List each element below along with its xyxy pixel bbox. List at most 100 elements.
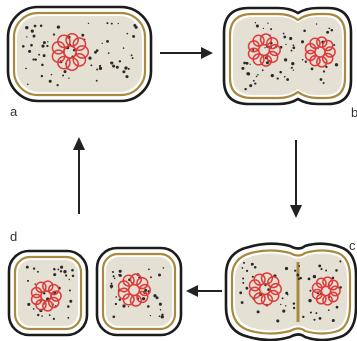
granule bbox=[319, 317, 322, 320]
granule bbox=[292, 46, 295, 49]
granule bbox=[254, 266, 257, 269]
granule bbox=[96, 49, 99, 52]
granule bbox=[252, 276, 254, 278]
granule bbox=[333, 44, 335, 46]
granule bbox=[251, 263, 254, 266]
granule bbox=[282, 310, 285, 313]
granule bbox=[112, 315, 115, 318]
granule bbox=[301, 40, 304, 43]
granule bbox=[276, 319, 279, 322]
cell-stage-c bbox=[226, 244, 356, 340]
granule bbox=[263, 28, 264, 29]
granule bbox=[163, 267, 165, 269]
granule bbox=[25, 26, 28, 29]
granule bbox=[26, 36, 27, 37]
granule bbox=[53, 318, 55, 320]
daughter-cell-left bbox=[9, 251, 87, 335]
granule bbox=[26, 266, 29, 269]
granule bbox=[325, 270, 327, 272]
granule bbox=[294, 270, 296, 272]
granule bbox=[31, 30, 34, 33]
granule bbox=[284, 58, 287, 61]
granule bbox=[293, 44, 295, 46]
granule bbox=[253, 80, 255, 82]
granule bbox=[246, 72, 249, 75]
granule bbox=[27, 83, 29, 85]
granule bbox=[67, 317, 69, 319]
granule bbox=[69, 290, 71, 292]
granule bbox=[158, 274, 161, 277]
granule bbox=[291, 50, 293, 52]
granule bbox=[277, 77, 279, 79]
granule bbox=[239, 291, 242, 294]
granule bbox=[242, 278, 244, 280]
granule bbox=[285, 292, 288, 295]
granule bbox=[313, 275, 316, 278]
granule bbox=[331, 29, 334, 32]
granule bbox=[122, 70, 125, 73]
granule bbox=[318, 264, 321, 267]
granule bbox=[81, 34, 84, 37]
granule bbox=[22, 45, 25, 48]
granule bbox=[246, 287, 249, 290]
granule bbox=[65, 274, 67, 276]
granule bbox=[108, 52, 110, 54]
granule bbox=[38, 54, 40, 56]
label-d: d bbox=[10, 229, 17, 244]
granule bbox=[243, 62, 246, 65]
granule bbox=[34, 25, 37, 28]
granule bbox=[72, 275, 75, 278]
granule bbox=[71, 269, 74, 272]
granule bbox=[111, 23, 113, 25]
granule bbox=[148, 269, 150, 271]
granule bbox=[25, 68, 27, 70]
cell-cytoplasm bbox=[18, 260, 78, 326]
granule bbox=[323, 70, 325, 72]
granule bbox=[123, 47, 125, 49]
granule bbox=[159, 303, 162, 306]
granule bbox=[110, 62, 111, 63]
granule bbox=[271, 74, 274, 77]
granule bbox=[147, 305, 150, 308]
cell-stage-b bbox=[224, 8, 351, 104]
granule bbox=[244, 88, 246, 90]
granule bbox=[311, 68, 314, 71]
granule bbox=[316, 23, 318, 25]
granule bbox=[90, 64, 92, 66]
granule bbox=[133, 24, 136, 27]
granule bbox=[335, 63, 338, 66]
granule bbox=[68, 78, 69, 79]
granule bbox=[37, 314, 39, 316]
cell-stage-a bbox=[8, 7, 151, 101]
granule bbox=[41, 45, 44, 48]
granule bbox=[47, 41, 48, 42]
granule bbox=[106, 22, 108, 24]
granule bbox=[119, 60, 121, 62]
granule bbox=[125, 75, 128, 78]
granule bbox=[60, 270, 62, 272]
granule bbox=[161, 315, 164, 318]
granule bbox=[280, 304, 281, 305]
granule bbox=[313, 319, 315, 321]
granule bbox=[150, 276, 152, 278]
granule bbox=[296, 274, 299, 277]
granule bbox=[43, 54, 46, 57]
granule bbox=[27, 303, 30, 306]
granule bbox=[111, 283, 113, 285]
granule bbox=[62, 75, 64, 77]
granule bbox=[302, 59, 304, 61]
granule bbox=[28, 50, 31, 53]
granule bbox=[132, 57, 134, 59]
granule bbox=[252, 49, 254, 51]
daughter-cell-right bbox=[97, 248, 181, 335]
granule bbox=[257, 310, 260, 313]
granule bbox=[150, 315, 151, 316]
arrow-a-to-b bbox=[160, 47, 213, 59]
granule bbox=[283, 36, 286, 39]
granule bbox=[267, 23, 268, 24]
granule bbox=[127, 33, 129, 35]
granule bbox=[88, 56, 91, 59]
granule bbox=[241, 301, 244, 304]
granule bbox=[298, 265, 300, 267]
granule bbox=[303, 30, 306, 33]
